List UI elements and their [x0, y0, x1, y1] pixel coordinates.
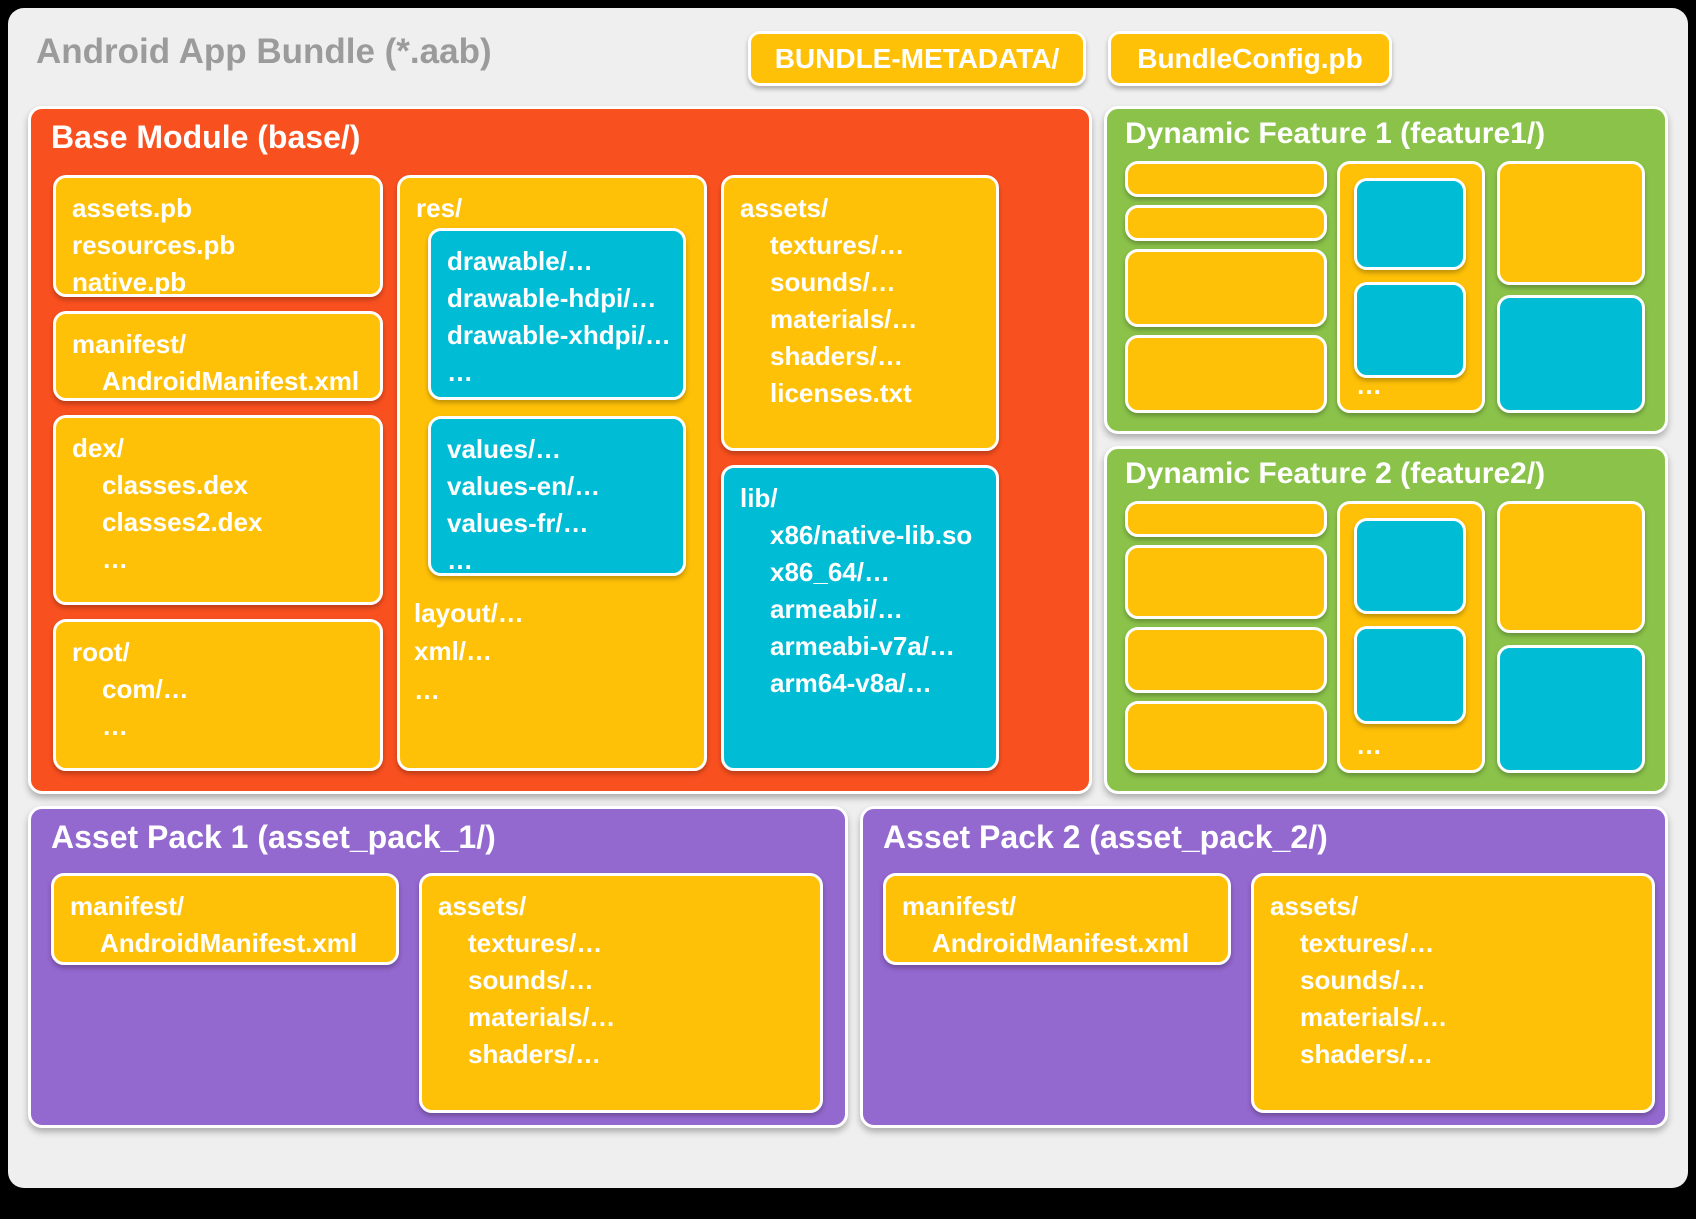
asset-pack-1-manifest-box: manifest/ AndroidManifest.xml [51, 873, 399, 965]
base-lib-box: lib/ x86/native-lib.so x86_64/… armeabi/… [721, 465, 999, 771]
feature-1-lib-box [1497, 295, 1645, 413]
line: textures/… [770, 229, 905, 260]
line: x86/native-lib.so [770, 519, 973, 550]
asset-pack-1-assets-box: assets/ textures/… sounds/… materials/… … [419, 873, 823, 1113]
feature-2-res-ellipsis: … [1356, 730, 1382, 761]
asset-pack-1-title: Asset Pack 1 (asset_pack_1/) [51, 819, 496, 855]
line: armeabi-v7a/… [770, 630, 955, 661]
feature-1-res-ellipsis: … [1356, 370, 1382, 401]
feature-1-bar [1125, 249, 1327, 327]
feature-2-bar [1125, 701, 1327, 773]
dynamic-feature-1-title: Dynamic Feature 1 (feature1/) [1125, 117, 1546, 150]
line: armeabi/… [770, 593, 903, 624]
line: drawable-hdpi/… [447, 282, 657, 313]
line: x86_64/… [770, 556, 890, 587]
feature-1-bar [1125, 335, 1327, 413]
line: textures/… [1300, 927, 1435, 958]
line: materials/… [770, 303, 918, 334]
line: layout/… [414, 598, 524, 628]
line: assets.pb [72, 193, 192, 223]
asset-pack-1-module: Asset Pack 1 (asset_pack_1/) manifest/ A… [28, 806, 848, 1128]
dynamic-feature-2-title: Dynamic Feature 2 (feature2/) [1125, 457, 1546, 490]
line: assets/ [740, 193, 829, 223]
dynamic-feature-2-module: Dynamic Feature 2 (feature2/) … [1104, 446, 1668, 794]
diagram-header: Android App Bundle (*.aab) BUNDLE-METADA… [8, 8, 1688, 100]
line: values-fr/… [447, 507, 589, 538]
line: … [447, 544, 473, 575]
base-res-values-box: values/… values-en/… values-fr/… … [428, 416, 686, 576]
base-dex-box: dex/ classes.dex classes2.dex … [53, 415, 383, 605]
feature-2-res-group: … [1337, 501, 1485, 773]
line: manifest/ [72, 329, 187, 359]
line: sounds/… [770, 266, 896, 297]
line: sounds/… [1300, 964, 1426, 995]
line: … [414, 674, 440, 705]
line: licenses.txt [770, 377, 912, 408]
line: … [102, 543, 128, 574]
base-res-box: res/ drawable/… drawable-hdpi/… drawable… [397, 175, 707, 771]
base-module: Base Module (base/) assets.pb resources.… [28, 106, 1092, 794]
line: … [102, 710, 128, 741]
line: … [447, 356, 473, 387]
line: assets/ [1270, 891, 1359, 921]
line: native.pb [72, 266, 187, 297]
line: materials/… [468, 1001, 616, 1032]
feature-2-assets-box [1497, 501, 1645, 633]
bundle-title: Android App Bundle (*.aab) [36, 32, 492, 71]
dynamic-feature-1-module: Dynamic Feature 1 (feature1/) … [1104, 106, 1668, 434]
bundleconfig-chip: BundleConfig.pb [1108, 31, 1392, 86]
line: xml/… [414, 636, 493, 667]
asset-pack-2-assets-box: assets/ textures/… sounds/… materials/… … [1251, 873, 1655, 1113]
feature-1-bar [1125, 161, 1327, 197]
feature-2-bar [1125, 501, 1327, 537]
line: AndroidManifest.xml [932, 927, 1190, 958]
line: shaders/… [1300, 1038, 1433, 1069]
line: manifest/ [902, 891, 1017, 921]
line: assets/ [438, 891, 527, 921]
base-module-title: Base Module (base/) [51, 119, 361, 155]
feature-1-res-drawable-box [1354, 178, 1466, 270]
base-protobuf-box: assets.pb resources.pb native.pb [53, 175, 383, 297]
line: classes.dex [102, 469, 249, 500]
asset-pack-2-module: Asset Pack 2 (asset_pack_2/) manifest/ A… [860, 806, 1668, 1128]
feature-2-bar [1125, 545, 1327, 619]
base-assets-box: assets/ textures/… sounds/… materials/… … [721, 175, 999, 451]
feature-1-res-group: … [1337, 161, 1485, 413]
feature-2-bar [1125, 627, 1327, 693]
feature-1-res-values-box [1354, 282, 1466, 378]
line: AndroidManifest.xml [102, 365, 360, 396]
line: shaders/… [468, 1038, 601, 1069]
line: root/ [72, 637, 130, 667]
line: materials/… [1300, 1001, 1448, 1032]
line: values/… [447, 434, 562, 464]
line: lib/ [740, 483, 778, 513]
line: shaders/… [770, 340, 903, 371]
line: drawable-xhdpi/… [447, 319, 671, 350]
line: sounds/… [468, 964, 594, 995]
line: manifest/ [70, 891, 185, 921]
line: classes2.dex [102, 506, 263, 537]
line: textures/… [468, 927, 603, 958]
line: dex/ [72, 433, 125, 463]
base-res-tail-lines: layout/… xml/… … [414, 594, 524, 709]
feature-2-res-values-box [1354, 626, 1466, 724]
line: arm64-v8a/… [770, 667, 932, 698]
line: drawable/… [447, 246, 593, 276]
base-manifest-box: manifest/ AndroidManifest.xml [53, 311, 383, 401]
bundle-diagram-card: Android App Bundle (*.aab) BUNDLE-METADA… [8, 8, 1688, 1188]
bundle-metadata-chip: BUNDLE-METADATA/ [748, 31, 1086, 86]
line: resources.pb [72, 229, 236, 260]
res-label: res/ [416, 193, 463, 223]
line: values-en/… [447, 470, 601, 501]
feature-1-bar [1125, 205, 1327, 241]
line: AndroidManifest.xml [100, 927, 358, 958]
line: com/… [102, 673, 189, 704]
asset-pack-2-title: Asset Pack 2 (asset_pack_2/) [883, 819, 1328, 855]
asset-pack-2-manifest-box: manifest/ AndroidManifest.xml [883, 873, 1231, 965]
base-res-drawable-box: drawable/… drawable-hdpi/… drawable-xhdp… [428, 228, 686, 400]
feature-2-res-drawable-box [1354, 518, 1466, 614]
feature-2-lib-box [1497, 645, 1645, 773]
base-root-box: root/ com/… … [53, 619, 383, 771]
feature-1-assets-box [1497, 161, 1645, 285]
